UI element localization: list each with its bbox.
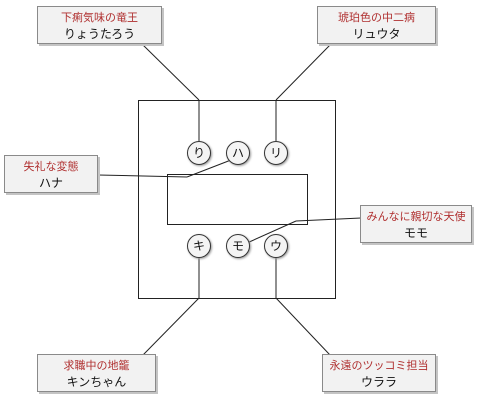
- label-urara-name: ウララ: [360, 375, 397, 389]
- label-momo-name: モモ: [403, 226, 428, 240]
- connector-momo: [295, 217, 362, 222]
- connector-momo-seat: [246, 220, 297, 244]
- seat-momo: モ: [226, 234, 250, 258]
- label-ryuta-title: 琥珀色の中二病: [338, 11, 415, 24]
- seat-hana: ハ: [226, 141, 250, 165]
- label-momo-title: みんなに親切な天使: [366, 210, 466, 223]
- label-hana-name: ハナ: [38, 176, 63, 190]
- seat-urara: ウ: [264, 234, 288, 258]
- seat-ryutaro: り: [187, 141, 211, 165]
- connector-ryuta: [275, 44, 331, 101]
- label-ryutaro-title: 下痢気味の竜王: [61, 11, 138, 24]
- label-ryuta: 琥珀色の中二病 リュウタ: [317, 6, 436, 44]
- room-outline: [138, 100, 336, 299]
- label-kin: 求職中の地籠 キンちゃん: [37, 354, 156, 392]
- connector-hana-seat: [186, 159, 232, 178]
- connector-hana: [97, 174, 188, 178]
- label-ryuta-name: リュウタ: [352, 27, 401, 41]
- seat-ryuta: リ: [264, 141, 288, 165]
- seat-kin: キ: [187, 234, 211, 258]
- label-urara-title: 永遠のツッコミ担当: [329, 359, 429, 372]
- connector-ryutaro: [142, 44, 200, 101]
- label-kin-name: キンちゃん: [66, 375, 127, 389]
- table: [167, 174, 308, 225]
- label-hana-title: 失礼な変態: [23, 160, 79, 173]
- label-momo: みんなに親切な天使 モモ: [360, 205, 472, 243]
- label-ryutaro: 下痢気味の竜王 りょうたろう: [37, 6, 162, 44]
- connector-kin: [142, 297, 200, 356]
- label-kin-title: 求職中の地籠: [63, 359, 130, 372]
- label-urara: 永遠のツッコミ担当 ウララ: [322, 354, 436, 392]
- label-hana: 失礼な変態 ハナ: [4, 155, 98, 193]
- connector-urara: [275, 297, 331, 356]
- label-ryutaro-name: りょうたろう: [63, 27, 136, 41]
